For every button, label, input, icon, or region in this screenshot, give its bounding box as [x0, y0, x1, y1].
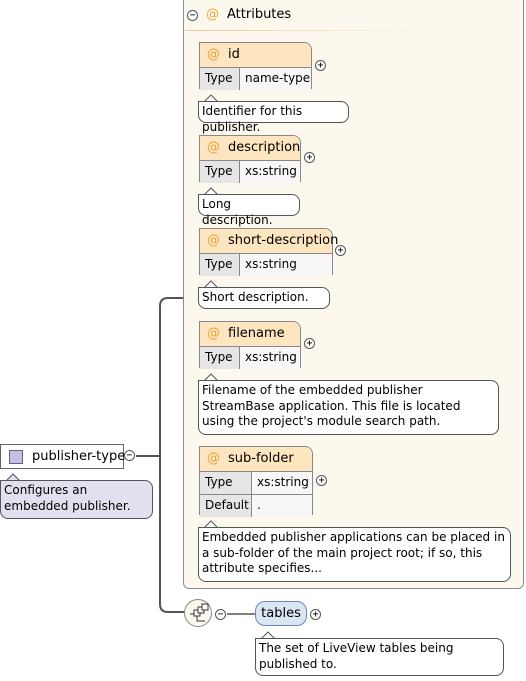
- attribute-filename-expand[interactable]: +: [304, 338, 315, 349]
- attribute-name: sub-folder: [228, 451, 294, 466]
- attribute-key: Type: [200, 254, 240, 276]
- complex-type-icon: [9, 450, 23, 464]
- note-tail: [204, 520, 218, 528]
- attribute-value: name-type: [240, 68, 311, 90]
- attribute-sub-folder-note: Embedded publisher applications can be p…: [198, 527, 511, 582]
- attribute-sub-folder[interactable]: @ sub-folder Type xs:string Default .: [199, 446, 313, 517]
- attribute-description[interactable]: @ description Type xs:string: [199, 135, 301, 183]
- attribute-header: @ sub-folder: [200, 447, 312, 472]
- attribute-key: Default: [200, 495, 252, 517]
- sequence-collapse-toggle[interactable]: −: [215, 609, 226, 620]
- attribute-row: Type xs:string: [200, 347, 300, 369]
- note-tail: [204, 187, 218, 195]
- attribute-row: Default .: [200, 495, 312, 517]
- publisher-type-element[interactable]: publisher-type: [0, 444, 126, 469]
- attributes-collapse-toggle[interactable]: −: [187, 10, 198, 21]
- publisher-type-note: Configures an embedded publisher.: [0, 480, 153, 519]
- attribute-value: xs:string: [240, 254, 332, 276]
- attribute-key: Type: [200, 68, 240, 90]
- attribute-filename-note: Filename of the embedded publisher Strea…: [198, 380, 499, 435]
- attribute-row: Type xs:string: [200, 161, 300, 183]
- attributes-header-divider: [185, 30, 435, 31]
- tables-expand-toggle[interactable]: +: [310, 609, 321, 620]
- attribute-value: xs:string: [252, 472, 312, 494]
- attribute-short-description-note: Short description.: [198, 287, 330, 309]
- attribute-description-note: Long description.: [198, 194, 300, 227]
- attribute-filename[interactable]: @ filename Type xs:string: [199, 321, 301, 369]
- publisher-type-collapse-toggle[interactable]: −: [124, 450, 135, 461]
- attribute-at-icon: @: [207, 233, 220, 248]
- attribute-at-icon: @: [207, 140, 220, 155]
- note-tail: [261, 631, 275, 639]
- note-tail: [204, 280, 218, 288]
- attribute-id-note: Identifier for this publisher.: [198, 101, 349, 134]
- attribute-id-expand[interactable]: +: [315, 60, 326, 71]
- attribute-row: Type xs:string: [200, 472, 312, 495]
- attribute-short-description-expand[interactable]: +: [335, 245, 346, 256]
- attribute-id[interactable]: @ id Type name-type: [199, 42, 312, 90]
- attribute-header: @ short-description: [200, 229, 338, 254]
- attribute-name: id: [228, 47, 240, 62]
- note-tail: [6, 473, 20, 481]
- note-tail: [204, 94, 218, 102]
- sequence-compositor-icon[interactable]: [184, 599, 212, 627]
- attribute-short-description[interactable]: @ short-description Type xs:string: [199, 228, 338, 276]
- attribute-key: Type: [200, 472, 252, 494]
- attribute-at-icon: @: [207, 326, 220, 341]
- attributes-at-icon: @: [206, 7, 219, 22]
- attribute-key: Type: [200, 347, 240, 369]
- attribute-name: filename: [228, 326, 285, 341]
- attribute-at-icon: @: [207, 47, 220, 62]
- attribute-value: .: [252, 495, 312, 517]
- attribute-name: description: [228, 140, 301, 155]
- attribute-at-icon: @: [207, 451, 220, 466]
- publisher-type-label: publisher-type: [32, 449, 126, 464]
- attribute-row: Type xs:string: [200, 254, 332, 276]
- attribute-description-expand[interactable]: +: [304, 152, 315, 163]
- attributes-title: Attributes: [227, 7, 292, 22]
- attribute-row: Type name-type: [200, 68, 311, 90]
- attribute-value: xs:string: [240, 347, 300, 369]
- attribute-header: @ filename: [200, 322, 300, 347]
- attribute-value: xs:string: [240, 161, 300, 183]
- note-tail: [204, 373, 218, 381]
- attribute-header: @ description: [200, 136, 300, 161]
- attribute-header: @ id: [200, 43, 311, 68]
- attribute-sub-folder-expand[interactable]: +: [316, 475, 327, 486]
- attribute-key: Type: [200, 161, 240, 183]
- sequence-icon: [190, 603, 209, 622]
- tables-element[interactable]: tables: [255, 601, 307, 626]
- tables-note: The set of LiveView tables being publish…: [255, 638, 504, 676]
- attribute-name: short-description: [228, 233, 339, 248]
